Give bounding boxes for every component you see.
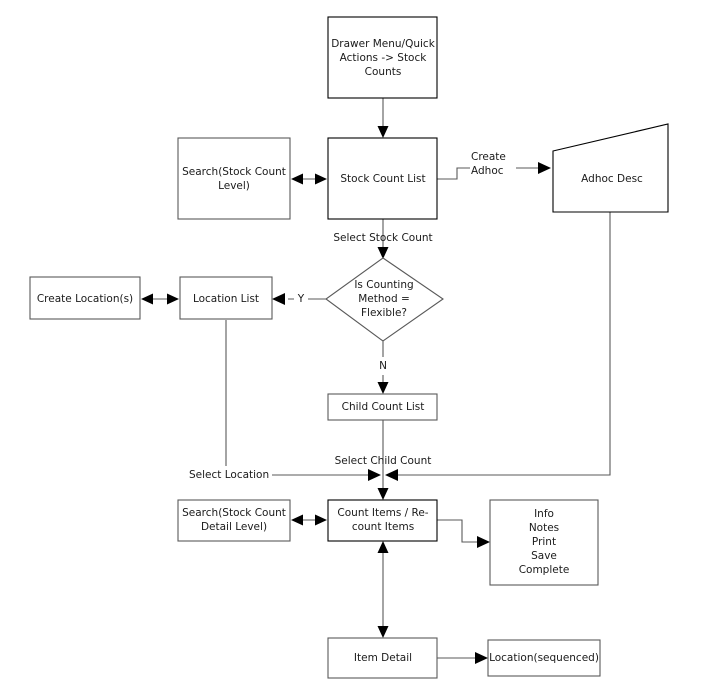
node-actions-print: Print <box>532 536 556 548</box>
edge-label-decision-yes: Y <box>294 290 308 308</box>
node-search-level-label-1: Search(Stock Count <box>182 166 286 178</box>
node-location-sequenced-label: Location(sequenced) <box>489 652 599 664</box>
edge-label-decision-no: N <box>376 357 390 375</box>
node-search-detail-label-1: Search(Stock Count <box>182 507 286 519</box>
edge-drawer-to-stock-count-list <box>377 98 389 138</box>
node-actions-info: Info <box>534 508 554 520</box>
node-location-list-label: Location List <box>193 293 259 305</box>
edge-label-select-location: Select Location <box>188 466 272 484</box>
edge-create-locations-to-location-list <box>141 293 179 305</box>
edge-search-detail-to-count-items <box>291 514 327 526</box>
node-actions-save: Save <box>531 550 557 562</box>
node-actions-complete: Complete <box>519 564 570 576</box>
node-stock-count-list-label: Stock Count List <box>340 173 425 185</box>
node-search-detail-label-2: Detail Level) <box>201 521 267 533</box>
node-count-items-label-2: count Items <box>352 521 414 533</box>
node-actions-panel[interactable]: Info Notes Print Save Complete <box>489 499 599 586</box>
node-adhoc-desc[interactable]: Adhoc Desc <box>552 123 669 213</box>
edge-count-items-to-item-detail <box>377 541 389 638</box>
edge-item-detail-to-location-sequenced <box>437 652 488 664</box>
node-location-list[interactable]: Location List <box>179 276 273 320</box>
node-create-locations-label: Create Location(s) <box>37 293 133 305</box>
node-decision-label-1: Is Counting <box>354 279 413 291</box>
node-child-count-list[interactable]: Child Count List <box>327 393 438 421</box>
edge-adhoc-to-count-items <box>385 212 611 481</box>
edge-select-stock-count <box>377 217 389 259</box>
edge-label-create-adhoc-1: Create <box>471 151 506 163</box>
node-drawer-menu-label-1: Drawer Menu/Quick <box>331 38 436 50</box>
node-count-items-label-1: Count Items / Re- <box>337 507 428 519</box>
node-search-stock-count-detail-level[interactable]: Search(Stock Count Detail Level) <box>177 499 291 542</box>
node-actions-notes: Notes <box>529 522 559 534</box>
node-drawer-menu-label-3: Counts <box>365 66 402 78</box>
node-stock-count-list[interactable]: Stock Count List <box>327 137 438 220</box>
node-search-level-label-2: Level) <box>218 180 250 192</box>
node-drawer-menu[interactable]: Drawer Menu/Quick Actions -> Stock Count… <box>327 16 438 99</box>
edge-search-level-to-stock-count-list <box>291 173 327 185</box>
node-create-locations[interactable]: Create Location(s) <box>29 276 141 320</box>
node-item-detail-label: Item Detail <box>354 652 412 664</box>
edge-label-select-stock-count: Select Stock Count <box>333 232 432 244</box>
edge-label-no: N <box>379 360 387 372</box>
edge-count-items-to-actions <box>437 519 490 548</box>
edge-label-yes: Y <box>297 293 305 305</box>
node-search-stock-count-level[interactable]: Search(Stock Count Level) <box>177 137 291 220</box>
node-item-detail[interactable]: Item Detail <box>327 637 438 679</box>
node-decision-label-3: Flexible? <box>361 307 407 319</box>
node-adhoc-desc-label: Adhoc Desc <box>581 173 643 185</box>
edge-label-create-adhoc-2: Adhoc <box>471 165 504 177</box>
node-count-items[interactable]: Count Items / Re- count Items <box>327 499 438 542</box>
node-decision-counting-method[interactable]: Is Counting Method = Flexible? <box>325 257 444 342</box>
edge-label-select-location-text: Select Location <box>189 469 269 481</box>
node-child-count-list-label: Child Count List <box>342 401 425 413</box>
node-location-sequenced[interactable]: Location(sequenced) <box>487 639 601 677</box>
edge-label-create-adhoc: Create Adhoc <box>470 148 516 178</box>
node-drawer-menu-label-2: Actions -> Stock <box>340 52 428 64</box>
node-decision-label-2: Method = <box>358 293 410 305</box>
edge-junction-to-count-items <box>377 475 389 500</box>
edge-label-select-child-count: Select Child Count <box>335 455 432 467</box>
